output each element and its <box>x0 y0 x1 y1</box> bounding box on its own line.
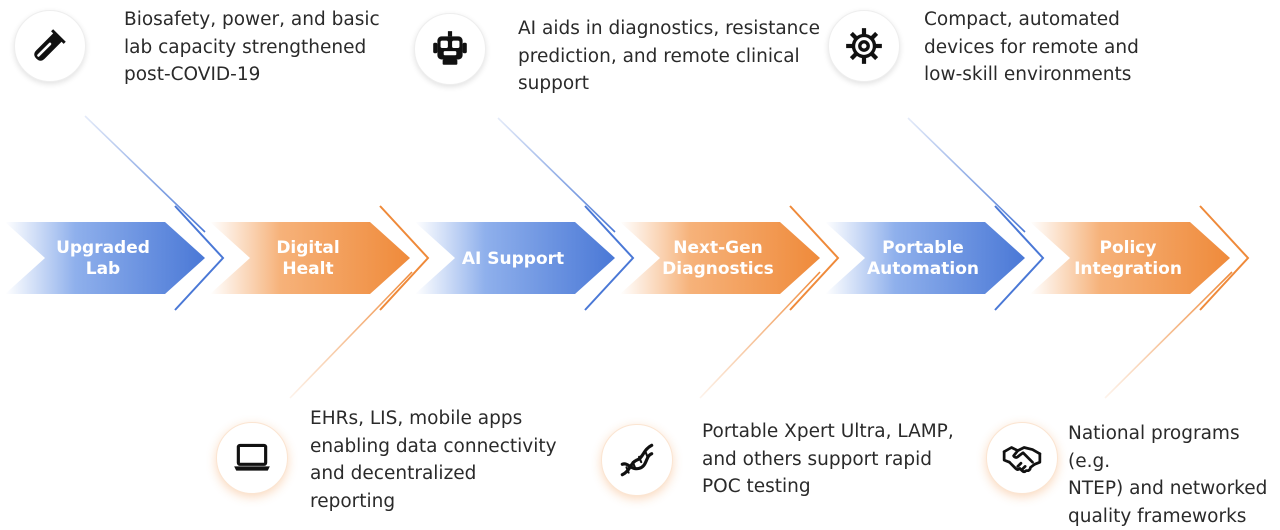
description-line: and others support rapid <box>702 446 954 474</box>
description-line: Compact, automated <box>924 6 1139 34</box>
description-line: low-skill environments <box>924 61 1139 89</box>
description-line: POC testing <box>702 473 954 501</box>
step-arrow-6 <box>1030 222 1230 294</box>
description-line: National programs (e.g. <box>1068 420 1280 475</box>
laptop-icon <box>216 422 288 494</box>
description-line: Biosafety, power, and basic <box>124 6 380 34</box>
connector-line-5 <box>908 118 1025 232</box>
description-line: EHRs, LIS, mobile apps <box>310 405 557 433</box>
description-line: AI aids in diagnostics, resistance <box>518 15 820 43</box>
handshake-icon <box>986 422 1058 494</box>
connector-line-3 <box>498 118 615 232</box>
test-tube-icon <box>14 10 86 82</box>
robot-icon <box>414 13 486 85</box>
description-line: support <box>518 70 820 98</box>
dna-icon <box>601 424 673 496</box>
description-line: reporting <box>310 488 557 516</box>
step-description-4: Portable Xpert Ultra, LAMP,and others su… <box>702 418 954 501</box>
step-arrow-4 <box>620 222 820 294</box>
step-arrow-2 <box>210 222 410 294</box>
step-arrow-1 <box>5 222 205 294</box>
description-line: NTEP) and networked <box>1068 475 1280 503</box>
description-line: and decentralized <box>310 460 557 488</box>
connector-line-1 <box>85 116 205 232</box>
description-line: Portable Xpert Ultra, LAMP, <box>702 418 954 446</box>
description-line: lab capacity strengthened <box>124 34 380 62</box>
description-line: enabling data connectivity <box>310 433 557 461</box>
gear-icon <box>828 10 900 82</box>
description-line: post-COVID-19 <box>124 61 380 89</box>
description-line: devices for remote and <box>924 34 1139 62</box>
step-label-3: AI Support <box>462 249 564 269</box>
description-line: prediction, and remote clinical <box>518 43 820 71</box>
step-arrow-5 <box>825 222 1025 294</box>
step-description-6: National programs (e.g.NTEP) and network… <box>1068 420 1280 530</box>
